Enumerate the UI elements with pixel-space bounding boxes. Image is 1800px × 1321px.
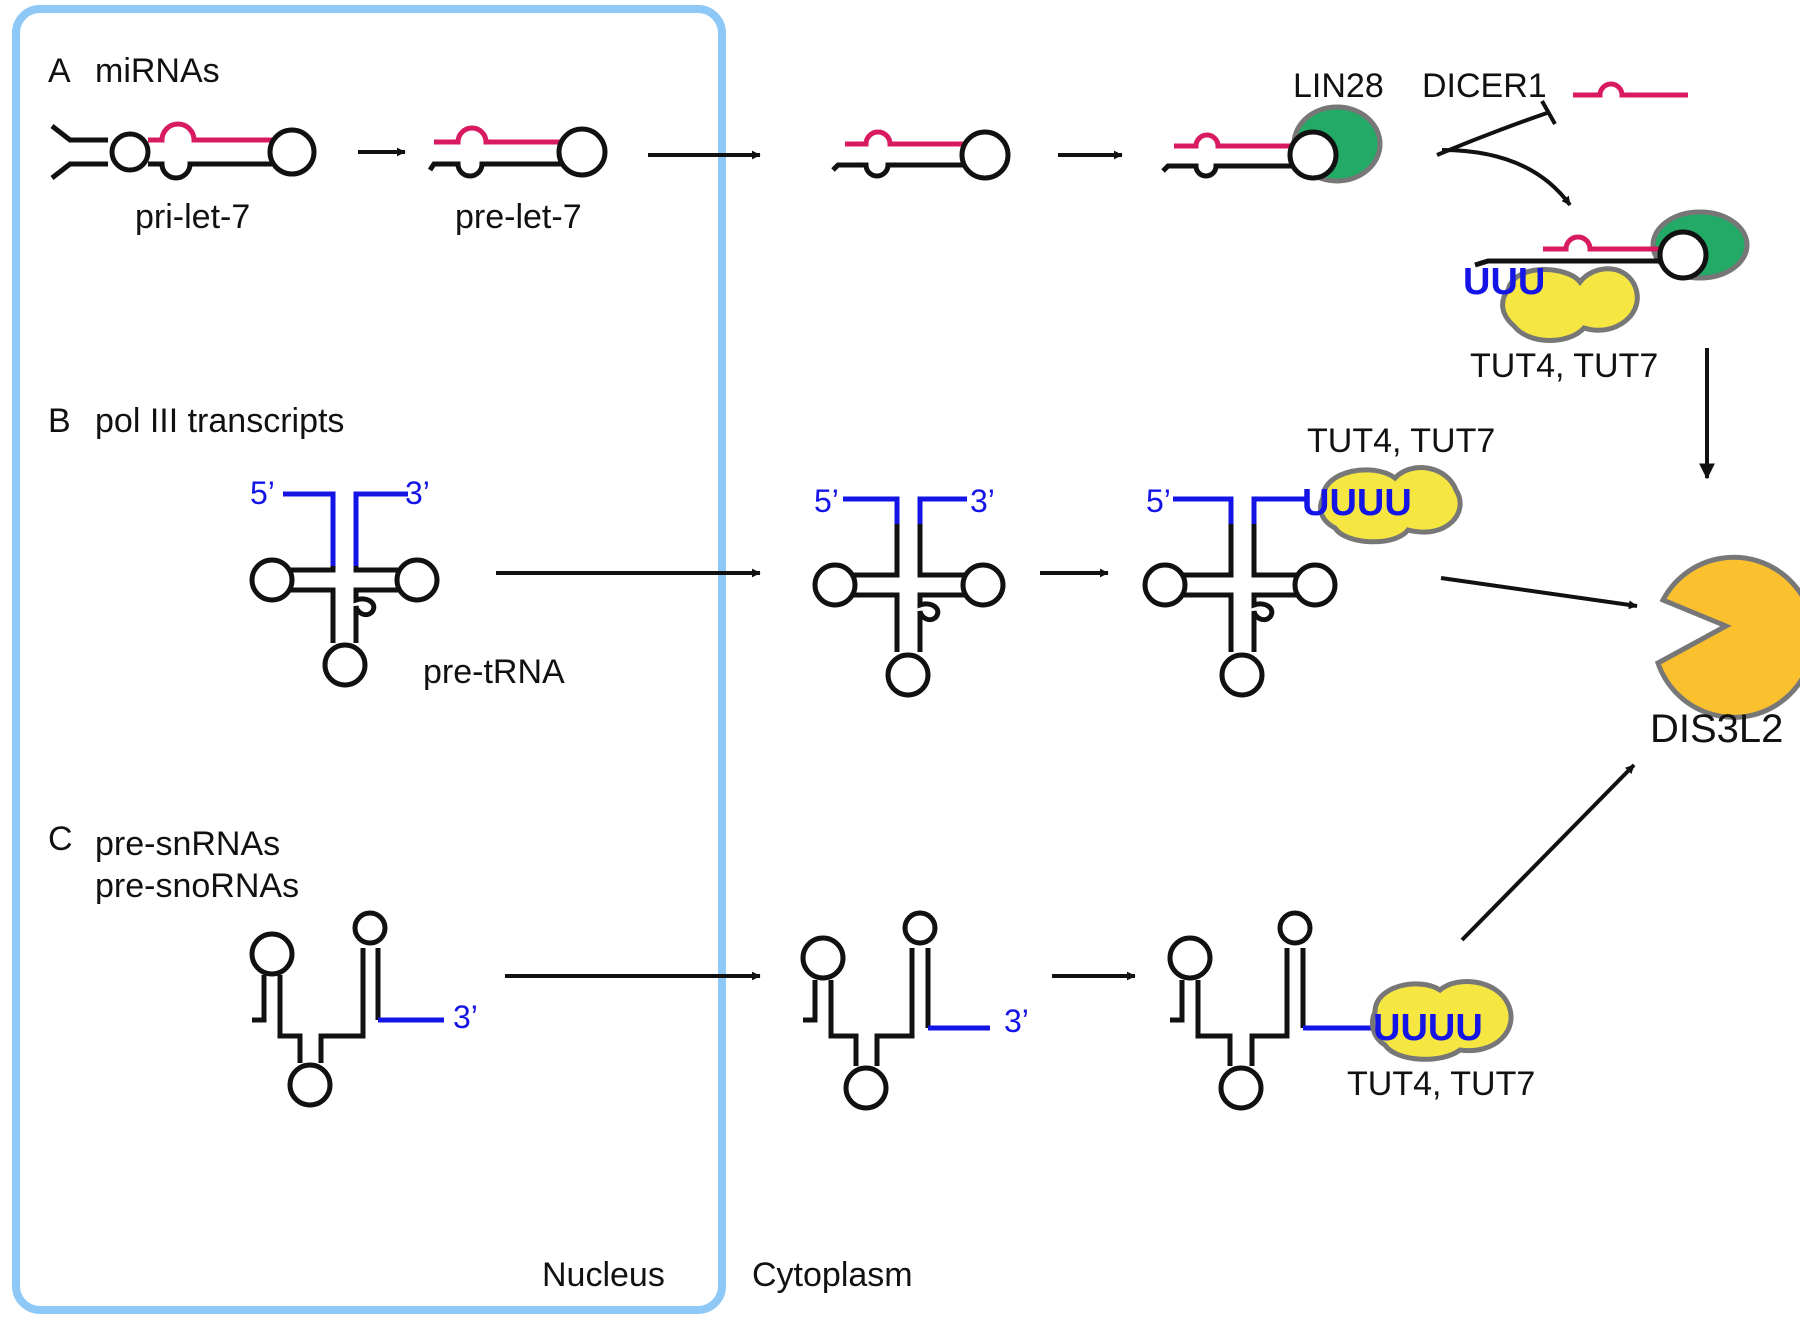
pre-let7-label: pre-let-7 [455,198,582,236]
tut-label-a: TUT4, TUT7 [1470,347,1658,385]
pre-snrna-structure-uridylated [1167,910,1372,1111]
section-c-header: C pre-snRNAs pre-snoRNAs [48,820,299,905]
dis3l2-exonuclease [1654,554,1800,720]
lin28-bound-pre-let7 [1161,104,1383,184]
pre-snrna-structure-cyto [800,910,990,1111]
five-prime-b2: 5’ [814,483,839,519]
dis3l2-label: DIS3L2 [1650,707,1783,751]
cytoplasm-label: Cytoplasm [752,1256,913,1294]
nucleus-boundary [12,5,726,1314]
cyto-pre-let7-hairpin [831,129,1011,181]
pre-trna-label: pre-tRNA [423,653,565,691]
pri-let7-label: pri-let-7 [135,198,250,236]
nucleus-label: Nucleus [542,1256,665,1294]
section-b-header: B pol III transcripts [48,402,344,440]
pre-trna-structure-nuclear [249,491,440,688]
three-prime-c2: 3’ [1004,1003,1029,1039]
dicer1-inhibition [1436,100,1572,207]
section-c-title-line1: pre-snRNAs [95,825,280,863]
tut4-tut7-protein-c [1370,979,1514,1062]
pre-trna-structure-cyto [812,496,1006,698]
pri-let7-hairpin [50,121,317,181]
section-a-header: A miRNAs [48,52,220,90]
arrow-snrna-to-dis3l2 [1460,763,1636,942]
uridylated-pre-let7 [1474,209,1750,343]
five-prime-b3: 5’ [1146,483,1171,519]
uuuu-tail-b: UUUU [1302,482,1412,524]
lin28-label: LIN28 [1293,67,1384,105]
uuu-tail: UUU [1463,261,1545,303]
tut4-tut7-protein-b [1318,465,1463,545]
five-prime-b1: 5’ [250,475,275,511]
three-prime-b1: 3’ [405,475,430,511]
section-c-letter: C [48,820,73,858]
arrow-trna-to-dis3l2 [1440,576,1638,610]
pre-snrna-structure-nuclear [249,910,444,1108]
section-a-letter: A [48,52,71,90]
section-b-letter: B [48,402,71,440]
tut-label-c: TUT4, TUT7 [1347,1065,1535,1103]
pre-trna-structure-uridylated [1142,496,1338,698]
three-prime-c1: 3’ [453,999,478,1035]
uuuu-tail-c: UUUU [1373,1007,1483,1049]
dicer1-label: DICER1 [1422,67,1547,105]
section-b-title: pol III transcripts [95,402,344,440]
tut4-tut7-protein-a [1500,266,1640,343]
section-a-title: miRNAs [95,52,220,90]
three-prime-b2: 3’ [970,483,995,519]
mature-let7-product [1573,81,1688,98]
tut-label-b: TUT4, TUT7 [1307,422,1495,460]
pre-let7-hairpin [427,125,608,179]
section-c-title-line2: pre-snoRNAs [95,867,299,905]
